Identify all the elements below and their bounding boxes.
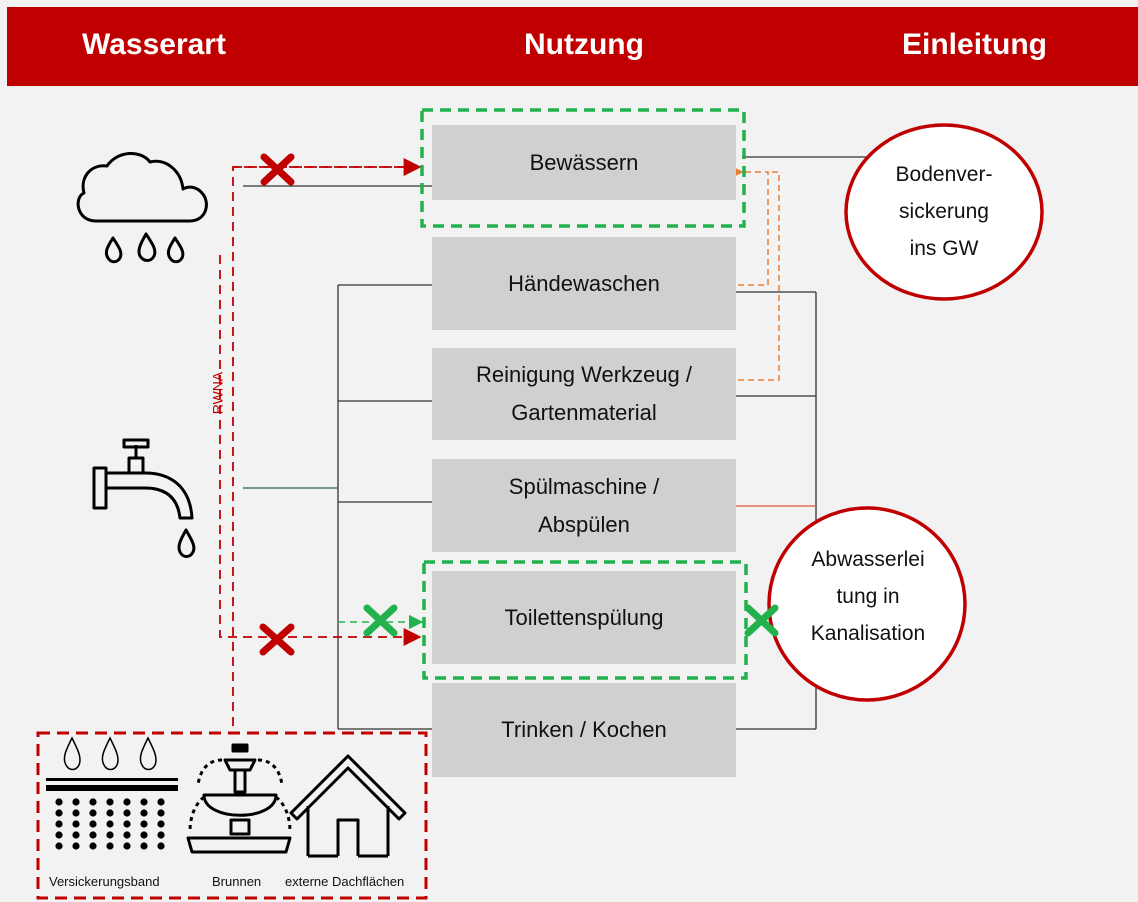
infiltration-dot <box>89 820 97 828</box>
infiltration-dot <box>157 842 165 850</box>
highlight-box-irrigation <box>420 108 746 228</box>
infiltration-dot <box>72 798 80 806</box>
circle-ground-infiltration <box>844 123 1044 301</box>
infiltration-dot <box>106 809 114 817</box>
header-discharge: Einleitung <box>902 28 1047 61</box>
infiltration-dot <box>89 809 97 817</box>
infiltration-dot <box>106 820 114 828</box>
infiltration-dot <box>55 842 63 850</box>
header-usage: Nutzung <box>524 28 644 61</box>
infiltration-dot <box>106 798 114 806</box>
circle-sewer-discharge <box>767 506 967 702</box>
rwna-label: RWNA <box>209 371 226 415</box>
fountain-icon <box>186 743 292 854</box>
infiltration-dot <box>106 842 114 850</box>
infiltration-dot <box>123 831 131 839</box>
infiltration-dot <box>55 831 63 839</box>
infiltration-dot <box>157 820 165 828</box>
infiltration-dot <box>106 831 114 839</box>
usage-tool-cleaning-label: Reinigung Werkzeug / Gartenmaterial <box>475 362 693 425</box>
infiltration-dot <box>55 798 63 806</box>
usage-irrigation-label: Bewässern <box>529 149 639 175</box>
infiltration-dot <box>55 809 63 817</box>
infiltration-dot <box>123 842 131 850</box>
red-x-top <box>260 153 295 186</box>
usage-drinking-cooking: Trinken / Kochen <box>432 683 736 777</box>
infiltration-dot <box>55 820 63 828</box>
usage-handwashing: Händewaschen <box>432 237 736 330</box>
house-icon <box>289 754 407 858</box>
sewer-discharge-text: Abwasserlei tung in Kanalisation <box>810 548 926 645</box>
usage-irrigation: Bewässern <box>432 125 736 200</box>
infiltration-dot <box>72 809 80 817</box>
alt-source-box <box>36 731 428 900</box>
infiltration-dot <box>157 831 165 839</box>
infiltration-dot <box>72 820 80 828</box>
infiltration-dot <box>123 809 131 817</box>
infiltration-band-icon <box>46 778 178 850</box>
usage-dishwashing: Spülmaschine / Abspülen <box>432 459 736 552</box>
infiltration-dot <box>140 809 148 817</box>
infiltration-dot <box>140 798 148 806</box>
red-x-bottom <box>259 623 295 656</box>
infiltration-dot <box>140 831 148 839</box>
fountain-label: Brunnen <box>212 874 262 889</box>
usage-handwashing-label: Händewaschen <box>508 270 660 296</box>
infiltration-dot <box>157 809 165 817</box>
usage-toilet-flush-label: Toilettenspülung <box>504 604 664 630</box>
infiltration-dot <box>123 820 131 828</box>
water-tap-icon <box>92 438 196 558</box>
infiltration-dot <box>123 798 131 806</box>
highlight-box-toilet <box>422 560 748 680</box>
rainwater-dashed-lines <box>219 158 422 732</box>
external-roofs-label: externe Dachflächen <box>285 874 405 889</box>
droplets-icon <box>63 736 157 771</box>
infiltration-dot <box>89 798 97 806</box>
infiltration-dot <box>89 831 97 839</box>
ground-infiltration-text: Bodenver- sickerung ins GW <box>895 163 993 260</box>
green-x-outflow <box>744 604 779 637</box>
tap-water-lines <box>243 185 432 730</box>
infiltration-dot <box>72 831 80 839</box>
usage-toilet-flush: Toilettenspülung <box>432 571 736 664</box>
infiltration-dot <box>140 842 148 850</box>
header-bar: Wasserart Nutzung Einleitung <box>7 7 1138 86</box>
orange-return-lines <box>730 165 780 381</box>
infiltration-dot <box>72 842 80 850</box>
green-x-inflow <box>363 604 398 637</box>
usage-dishwashing-label: Spülmaschine / Abspülen <box>508 473 660 537</box>
header-water-type: Wasserart <box>82 28 226 61</box>
infiltration-band-label: Versickerungsband <box>49 874 160 889</box>
infiltration-dot <box>140 820 148 828</box>
rain-cloud-icon <box>76 152 208 264</box>
infiltration-dot <box>157 798 165 806</box>
usage-drinking-cooking-label: Trinken / Kochen <box>501 717 667 742</box>
usage-tool-cleaning: Reinigung Werkzeug / Gartenmaterial <box>432 348 736 440</box>
infiltration-dot <box>89 842 97 850</box>
